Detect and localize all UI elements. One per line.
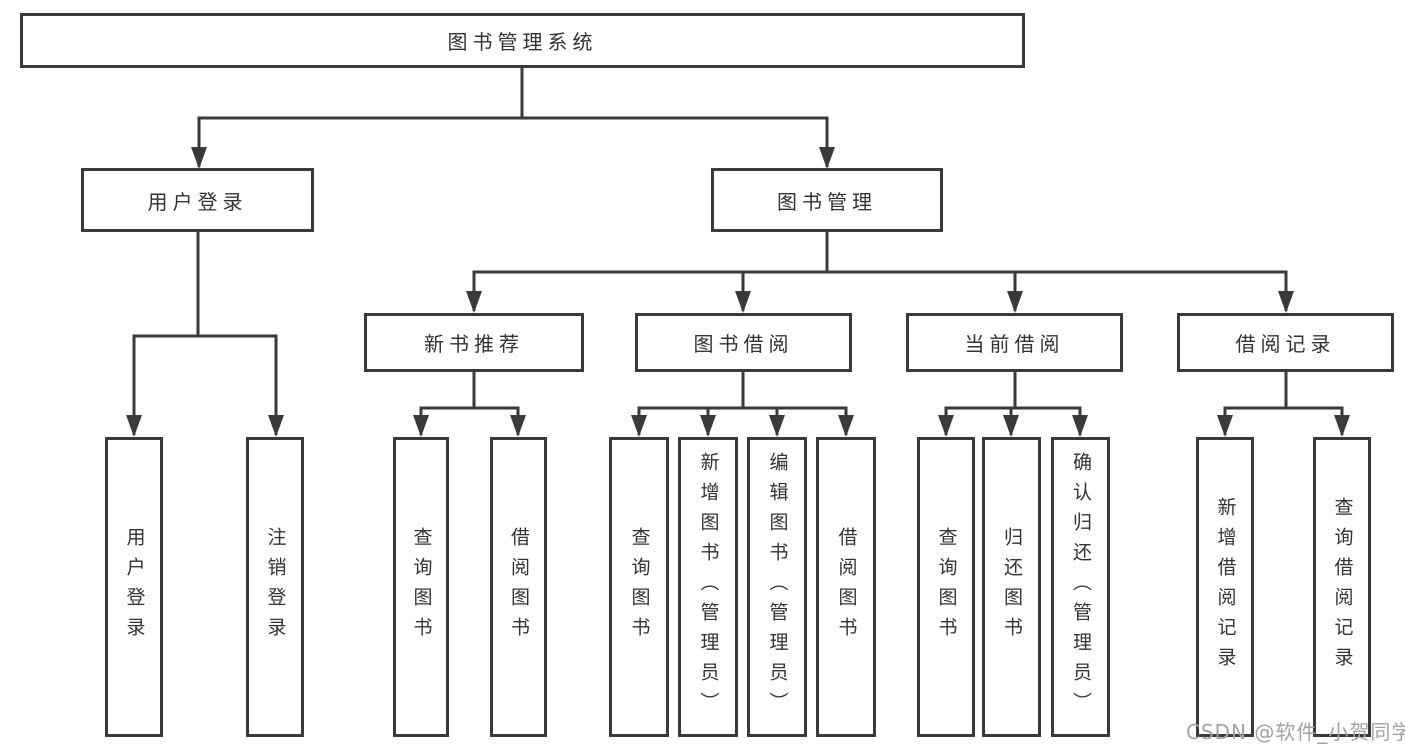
node-new-book-recommendation: 新书推荐 — [364, 313, 584, 372]
node-label: 图书借阅 — [693, 332, 794, 356]
node-book-management: 图书管理 — [711, 168, 943, 232]
node-label: 归还图书 — [1001, 527, 1023, 647]
node-label: 查询借阅记录 — [1331, 497, 1354, 677]
node-label: 新增借阅记录 — [1214, 497, 1237, 677]
node-borrowing-records: 借阅记录 — [1177, 313, 1394, 372]
node-label: 新书推荐 — [424, 332, 524, 356]
node-label: 图书管理系统 — [447, 30, 598, 54]
node-library-management-system: 图书管理系统 — [20, 13, 1025, 68]
leaf-add-borrow-record: 新增借阅记录 — [1196, 437, 1254, 737]
node-label: 借阅记录 — [1235, 332, 1336, 356]
node-label: 用户登录 — [147, 189, 248, 214]
leaf-add-books-admin: 新增图书（管理员） — [678, 437, 738, 737]
leaf-borrow-books-newbooks: 借阅图书 — [490, 437, 547, 737]
leaf-query-books-current: 查询图书 — [917, 437, 975, 737]
node-label: 查询图书 — [935, 527, 958, 647]
node-label: 确认归还（管理员） — [1070, 452, 1092, 722]
node-label: 编辑图书（管理员） — [766, 452, 789, 722]
node-label: 借阅图书 — [508, 527, 530, 647]
node-label: 借阅图书 — [835, 527, 858, 647]
node-label: 当前借阅 — [964, 332, 1065, 356]
leaf-user-login: 用户登录 — [105, 437, 163, 737]
leaf-return-books: 归还图书 — [982, 437, 1041, 737]
node-user-login: 用户登录 — [81, 168, 314, 232]
csdn-watermark: CSDN @软件_小贺同学 — [1186, 720, 1405, 744]
node-label: 新增图书（管理员） — [697, 452, 720, 722]
leaf-edit-books-admin: 编辑图书（管理员） — [747, 437, 807, 737]
node-label: 查询图书 — [410, 527, 433, 647]
leaf-query-borrow-record: 查询借阅记录 — [1313, 437, 1371, 737]
node-current-borrowing: 当前借阅 — [906, 313, 1123, 372]
leaf-query-books-borrowing: 查询图书 — [609, 437, 669, 737]
node-book-borrowing: 图书借阅 — [635, 313, 852, 372]
node-label: 图书管理 — [777, 189, 877, 214]
leaf-query-books-newbooks: 查询图书 — [393, 437, 449, 737]
node-label: 查询图书 — [628, 527, 651, 647]
node-label: 用户登录 — [123, 527, 146, 647]
node-label: 注销登录 — [264, 527, 287, 647]
leaf-logout: 注销登录 — [246, 437, 304, 737]
leaf-borrow-books-borrowing: 借阅图书 — [816, 437, 876, 737]
leaf-confirm-return-admin: 确认归还（管理员） — [1051, 437, 1110, 737]
